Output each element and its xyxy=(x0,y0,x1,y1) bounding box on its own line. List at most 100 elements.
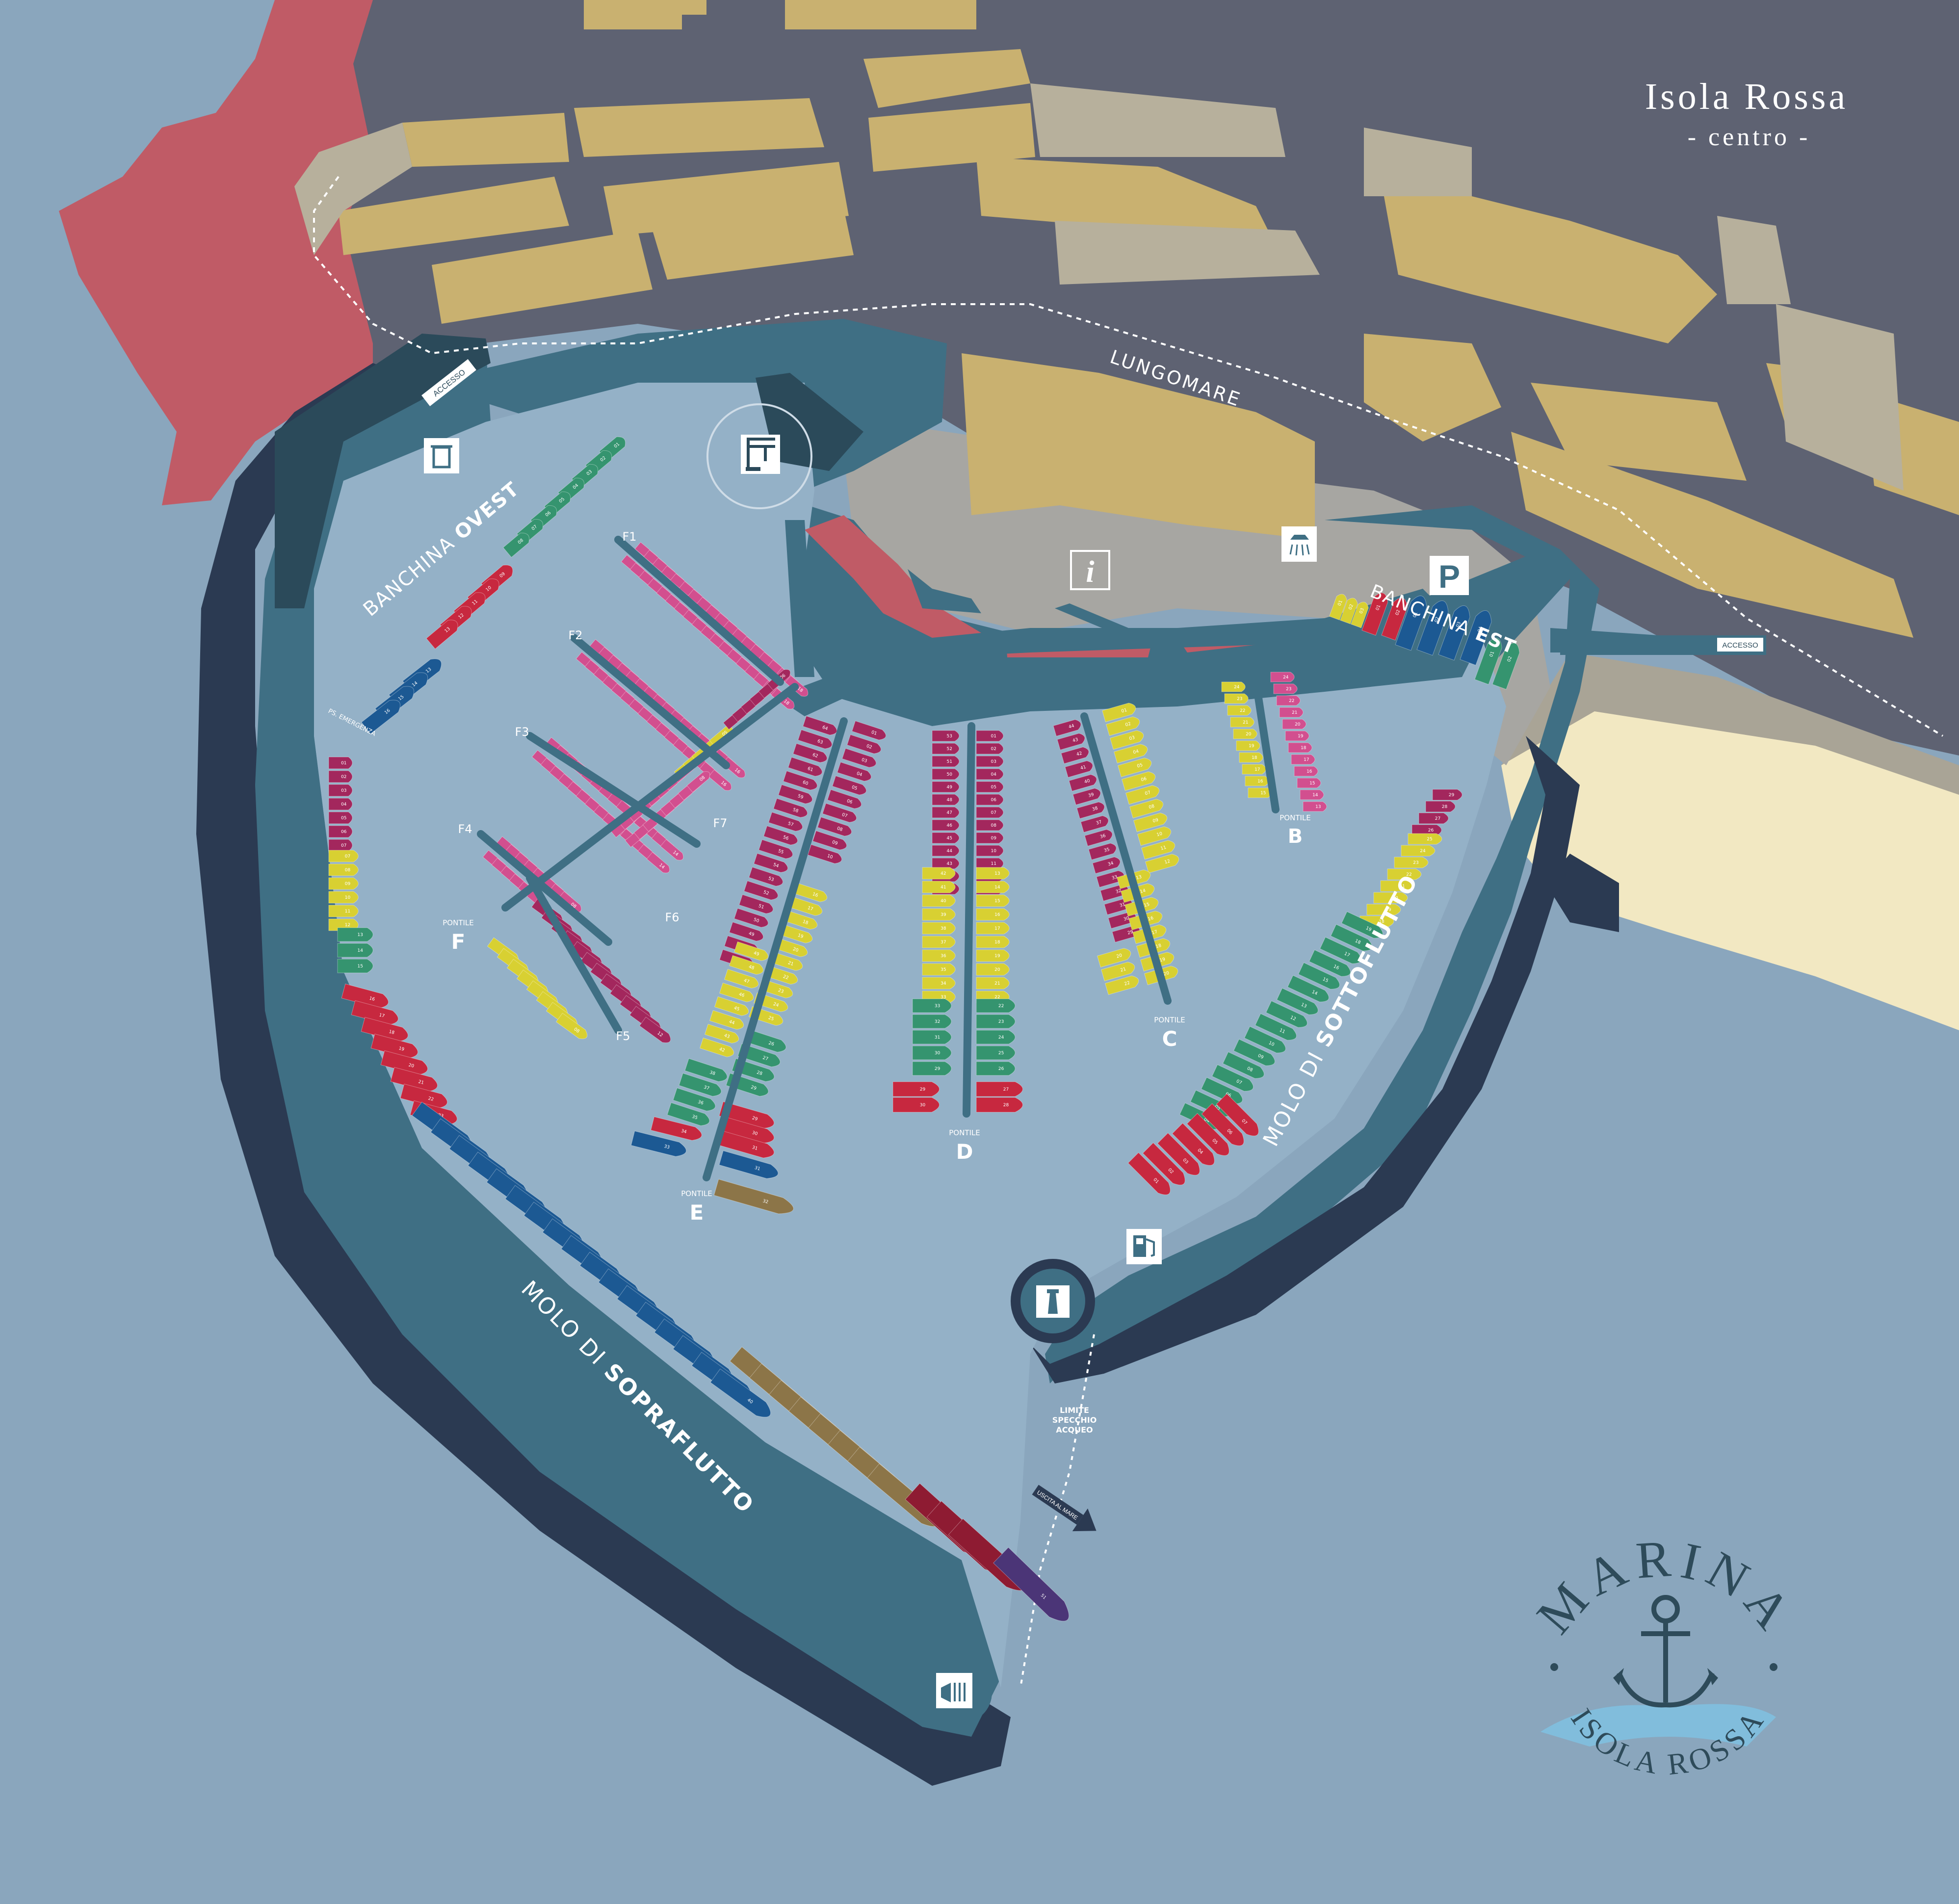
berth[interactable]: 38 xyxy=(922,922,956,935)
berth[interactable]: 11 xyxy=(1141,839,1176,860)
berth[interactable]: 53 xyxy=(932,730,960,742)
berth[interactable]: 42 xyxy=(922,867,956,880)
berth[interactable]: 51 xyxy=(932,756,960,767)
berth[interactable]: 01 xyxy=(1361,591,1390,636)
berth[interactable]: 15 xyxy=(1297,778,1321,788)
berth[interactable]: 56 xyxy=(763,825,799,847)
berth[interactable]: 20 xyxy=(1233,729,1257,739)
berth[interactable]: 24 xyxy=(1221,681,1246,692)
berth[interactable]: 10 xyxy=(1244,1026,1288,1056)
berth[interactable]: 01 xyxy=(1102,702,1137,723)
berth[interactable]: 29 xyxy=(1112,924,1141,943)
berth[interactable]: 18 xyxy=(783,910,819,931)
berth[interactable]: 26 xyxy=(743,1029,788,1054)
berth[interactable]: 08 xyxy=(817,816,853,838)
berth[interactable]: 35 xyxy=(1088,842,1118,861)
berth[interactable]: 54 xyxy=(753,853,789,874)
berth[interactable]: 47 xyxy=(932,807,960,818)
berth[interactable]: 39 xyxy=(922,908,956,921)
berth[interactable]: 04 xyxy=(1172,1122,1218,1169)
berth[interactable]: 34 xyxy=(1092,856,1122,874)
berth[interactable]: 19 xyxy=(976,949,1010,962)
berth[interactable]: 34 xyxy=(651,1116,704,1142)
berth[interactable]: 02 xyxy=(846,734,883,756)
berth[interactable]: 21 xyxy=(1101,961,1136,982)
berth[interactable]: 31 xyxy=(719,1130,776,1161)
berth[interactable]: 03 xyxy=(328,784,353,797)
berth[interactable]: 48 xyxy=(932,794,960,806)
berth[interactable]: 23 xyxy=(976,1014,1016,1029)
berth[interactable]: 08 xyxy=(328,863,359,876)
berth[interactable]: 30 xyxy=(912,1045,952,1060)
berth[interactable]: 03 xyxy=(976,756,1004,767)
berth[interactable]: 44 xyxy=(1053,718,1082,737)
berth[interactable]: 15 xyxy=(976,894,1010,907)
berth[interactable]: 29 xyxy=(892,1081,940,1097)
berth[interactable]: 12 xyxy=(1145,853,1180,874)
berth[interactable]: 06 xyxy=(976,794,1004,806)
berth[interactable]: 18 xyxy=(1288,742,1312,753)
berth[interactable]: 05 xyxy=(976,781,1004,793)
berth[interactable]: 16 xyxy=(1245,776,1269,786)
berth[interactable]: 14 xyxy=(337,943,373,958)
berth[interactable]: 11 xyxy=(328,905,359,917)
berth[interactable]: 22 xyxy=(976,998,1016,1013)
berth[interactable]: 20 xyxy=(1373,892,1408,904)
berth[interactable]: 03 xyxy=(1157,1132,1203,1179)
berth[interactable]: 08 xyxy=(976,819,1004,831)
access-east[interactable]: ACCESSO xyxy=(1717,638,1763,652)
berth[interactable]: 02 xyxy=(1106,715,1141,736)
berth[interactable]: 19 xyxy=(778,923,814,945)
berth[interactable]: 09 xyxy=(1233,1039,1278,1069)
berth[interactable]: 06 xyxy=(1201,1103,1248,1149)
berth[interactable]: 10 xyxy=(1137,825,1173,846)
berth[interactable]: 11 xyxy=(1254,1013,1299,1043)
berth[interactable]: 15 xyxy=(1248,787,1272,798)
berth[interactable]: 41 xyxy=(922,881,956,893)
berth[interactable]: 14 xyxy=(1300,789,1324,800)
berth[interactable]: 10 xyxy=(328,891,359,904)
berth[interactable]: 41 xyxy=(1065,759,1094,778)
berth[interactable]: 15 xyxy=(1298,962,1342,992)
berth[interactable]: 13 xyxy=(976,867,1010,880)
berth[interactable]: 02 xyxy=(1381,596,1410,641)
berth[interactable]: 19 xyxy=(1285,730,1309,741)
berth[interactable]: 20 xyxy=(976,963,1010,976)
berth[interactable]: 09 xyxy=(1133,811,1169,833)
berth[interactable]: 21 xyxy=(390,1067,439,1094)
berth[interactable]: 29 xyxy=(912,1061,952,1076)
berth[interactable]: 14 xyxy=(1287,975,1332,1005)
berth[interactable]: 03 xyxy=(1438,603,1473,661)
recycle-bin-icon[interactable] xyxy=(424,438,459,473)
berth[interactable]: 33 xyxy=(912,998,952,1013)
berth[interactable]: 16 xyxy=(976,908,1010,921)
berth[interactable]: 02 xyxy=(1340,597,1359,625)
berth[interactable]: 59 xyxy=(778,784,814,806)
berth[interactable]: 19 xyxy=(1236,740,1260,751)
berth[interactable]: 08 xyxy=(686,769,712,793)
berth[interactable]: 17 xyxy=(1291,754,1315,765)
berth[interactable]: 36 xyxy=(922,949,956,962)
berth[interactable]: 60 xyxy=(783,770,819,792)
berth[interactable]: 28 xyxy=(1425,801,1456,812)
berth[interactable]: 58 xyxy=(773,798,809,819)
berth[interactable]: 18 xyxy=(1239,752,1263,763)
berth[interactable]: 01 xyxy=(1474,636,1505,685)
info-icon[interactable]: i xyxy=(1070,550,1110,590)
berth[interactable]: 62 xyxy=(792,743,829,764)
berth[interactable]: 07 xyxy=(1211,1064,1256,1094)
berth[interactable]: 07 xyxy=(976,807,1004,818)
berth[interactable]: 08 xyxy=(555,1013,590,1042)
berth[interactable]: 20 xyxy=(773,937,809,959)
berth[interactable]: 38 xyxy=(684,1058,729,1084)
lighthouse-icon[interactable] xyxy=(1011,1259,1095,1343)
berth[interactable]: 50 xyxy=(932,768,960,780)
berth[interactable]: 07 xyxy=(328,839,353,852)
berth[interactable]: 31 xyxy=(719,1150,780,1181)
berth[interactable]: 01 xyxy=(1127,1152,1174,1199)
berth[interactable]: 22 xyxy=(1276,695,1301,706)
berth[interactable]: 37 xyxy=(922,936,956,948)
shower-icon[interactable] xyxy=(1281,526,1317,562)
berth[interactable]: 04 xyxy=(976,768,1004,780)
berth[interactable]: 37 xyxy=(679,1073,723,1098)
